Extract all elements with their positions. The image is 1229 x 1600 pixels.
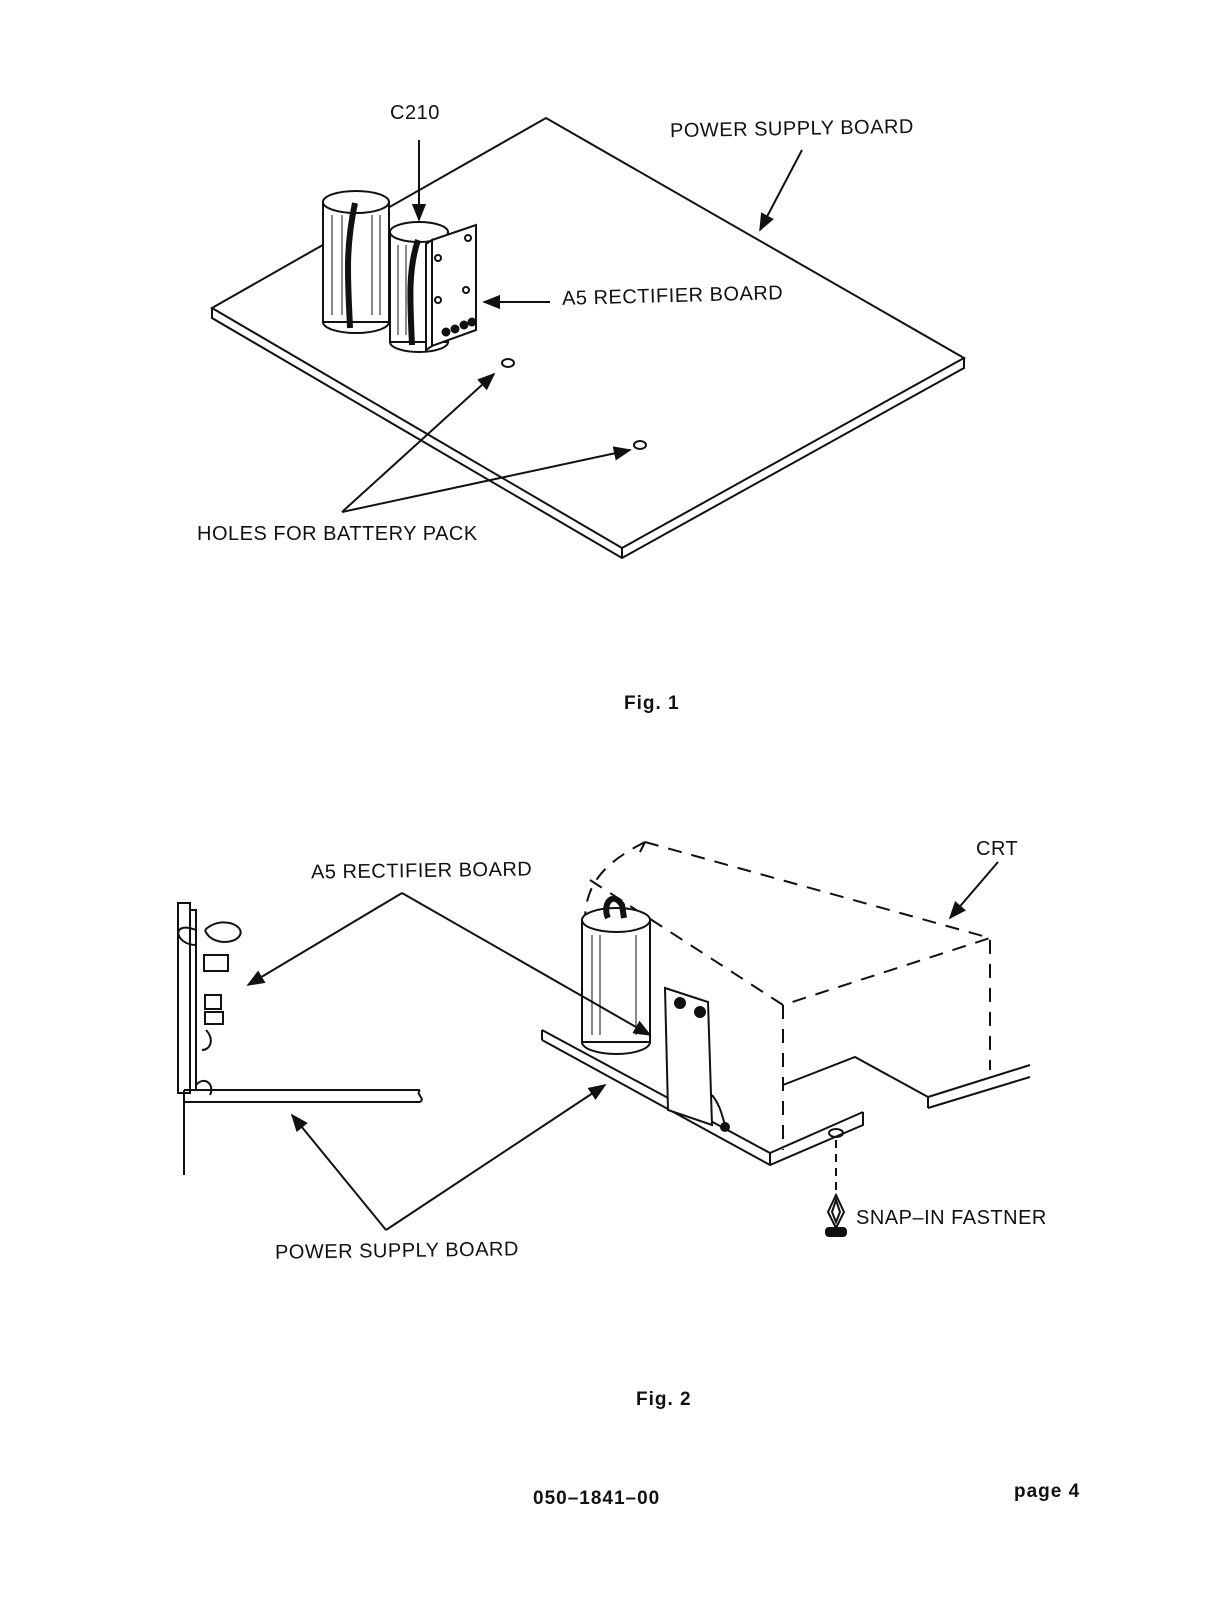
fig2-power-supply-board [541,1029,1031,1167]
fig1-label-holes-for-battery-pack: HOLES FOR BATTERY PACK [197,523,478,545]
fig2-label-a5-rectifier-board: A5 RECTIFIER BOARD [310,858,533,884]
fig2-snap-in-fastner [825,1140,847,1237]
fig2-arrow-crt [948,861,999,920]
fig2-capacitor [581,895,651,1055]
fig1-arrow-hole-2 [341,446,632,513]
fig1-caption: Fig. 1 [624,693,680,714]
fig2-side-view [177,902,423,1175]
fig2-caption: Fig. 2 [636,1389,692,1410]
fig1-hole-2 [633,440,647,450]
fig2-drawing [177,841,1031,1237]
fig1-hole-1 [501,358,515,368]
fig2-label-crt: CRT [976,838,1019,860]
page-number: page 4 [1014,1481,1081,1502]
fig1-power-supply-board [209,116,967,550]
fig2-a5-rectifier-board [663,986,730,1132]
fig1-a5-rectifier-board [425,223,477,352]
fig1-label-c210: C210 [390,102,440,124]
fig2-label-power-supply-board: POWER SUPPLY BOARD [274,1238,520,1264]
fig1-arrow-power-supply [759,149,803,232]
fig1-arrow-hole-1 [341,372,496,513]
fig2-arrow-a5-left [246,892,403,986]
fig2-arrow-psb-left [290,1113,387,1231]
document-number: 050–1841–00 [533,1488,661,1509]
fig1-label-power-supply-board: POWER SUPPLY BOARD [669,115,915,143]
fig1-capacitor-large [322,190,390,334]
fig2-crt-outline [584,841,991,1150]
fig2-arrow-psb-right [385,1084,607,1231]
fig2-label-snap-in-fastner: SNAP–IN FASTNER [856,1207,1047,1229]
fig1-drawing [209,116,967,560]
fig2-arrow-a5-right [401,892,652,1036]
